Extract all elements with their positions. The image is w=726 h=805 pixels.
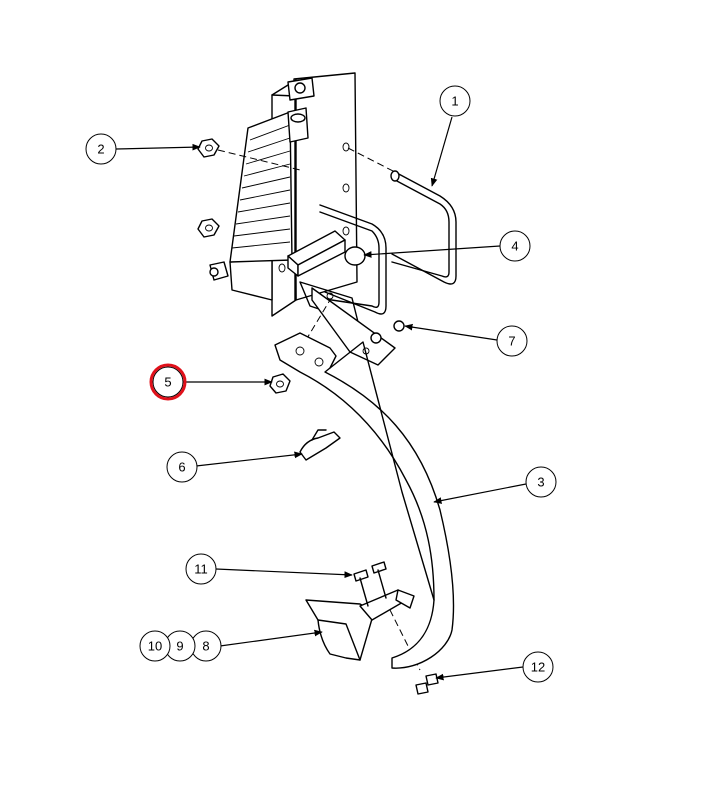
part-12-nuts <box>415 673 439 695</box>
part-11-bolts <box>353 561 387 607</box>
leader-1 <box>430 116 453 187</box>
assembly-line-rod <box>347 147 396 173</box>
leader-8 <box>219 629 323 647</box>
part-5-nut <box>269 373 291 394</box>
leader-6 <box>195 451 303 467</box>
callout-10[interactable]: 10 <box>139 630 171 662</box>
callout-5[interactable]: 5 <box>149 363 187 401</box>
callout-2[interactable]: 2 <box>85 133 117 165</box>
leader-11 <box>215 568 353 579</box>
leader-3 <box>433 483 527 504</box>
bolt-left <box>209 261 229 281</box>
callout-10-label: 10 <box>148 639 162 654</box>
callout-4[interactable]: 4 <box>499 230 531 262</box>
callout-7[interactable]: 7 <box>496 325 528 357</box>
part-8-pedal-pad <box>305 589 415 661</box>
callout-5-highlight-ring <box>149 363 187 401</box>
callout-5-label: 5 <box>164 375 171 390</box>
leader-7 <box>404 323 498 341</box>
callout-12-label: 12 <box>531 660 545 675</box>
part-3-pedal-arm <box>274 332 455 669</box>
leader-4 <box>363 245 501 258</box>
assembly-line-pedal <box>299 299 331 351</box>
callout-8-label: 8 <box>202 639 209 654</box>
callout-2-label: 2 <box>97 142 104 157</box>
leader-12 <box>435 666 524 681</box>
callout-3[interactable]: 3 <box>525 466 557 498</box>
nut-lower <box>197 218 220 238</box>
callout-6-label: 6 <box>178 460 185 475</box>
callout-11-label: 11 <box>194 562 208 577</box>
callout-11[interactable]: 11 <box>185 553 217 585</box>
return-spring <box>229 107 309 263</box>
callout-1-label: 1 <box>451 94 458 109</box>
nut-upper <box>197 138 220 158</box>
callout-1[interactable]: 1 <box>439 85 471 117</box>
callout-6[interactable]: 6 <box>166 451 198 483</box>
leader-2 <box>115 143 201 151</box>
callout-7-label: 7 <box>508 334 515 349</box>
callout-9-label: 9 <box>176 639 183 654</box>
callout-4-label: 4 <box>511 239 518 254</box>
part-4-latch <box>287 230 366 323</box>
part-6-clip <box>299 429 341 461</box>
assembly-line-nut <box>217 149 301 171</box>
callout-12[interactable]: 12 <box>522 651 554 683</box>
assembly-line-tread <box>384 599 421 671</box>
callout-3-label: 3 <box>537 475 544 490</box>
